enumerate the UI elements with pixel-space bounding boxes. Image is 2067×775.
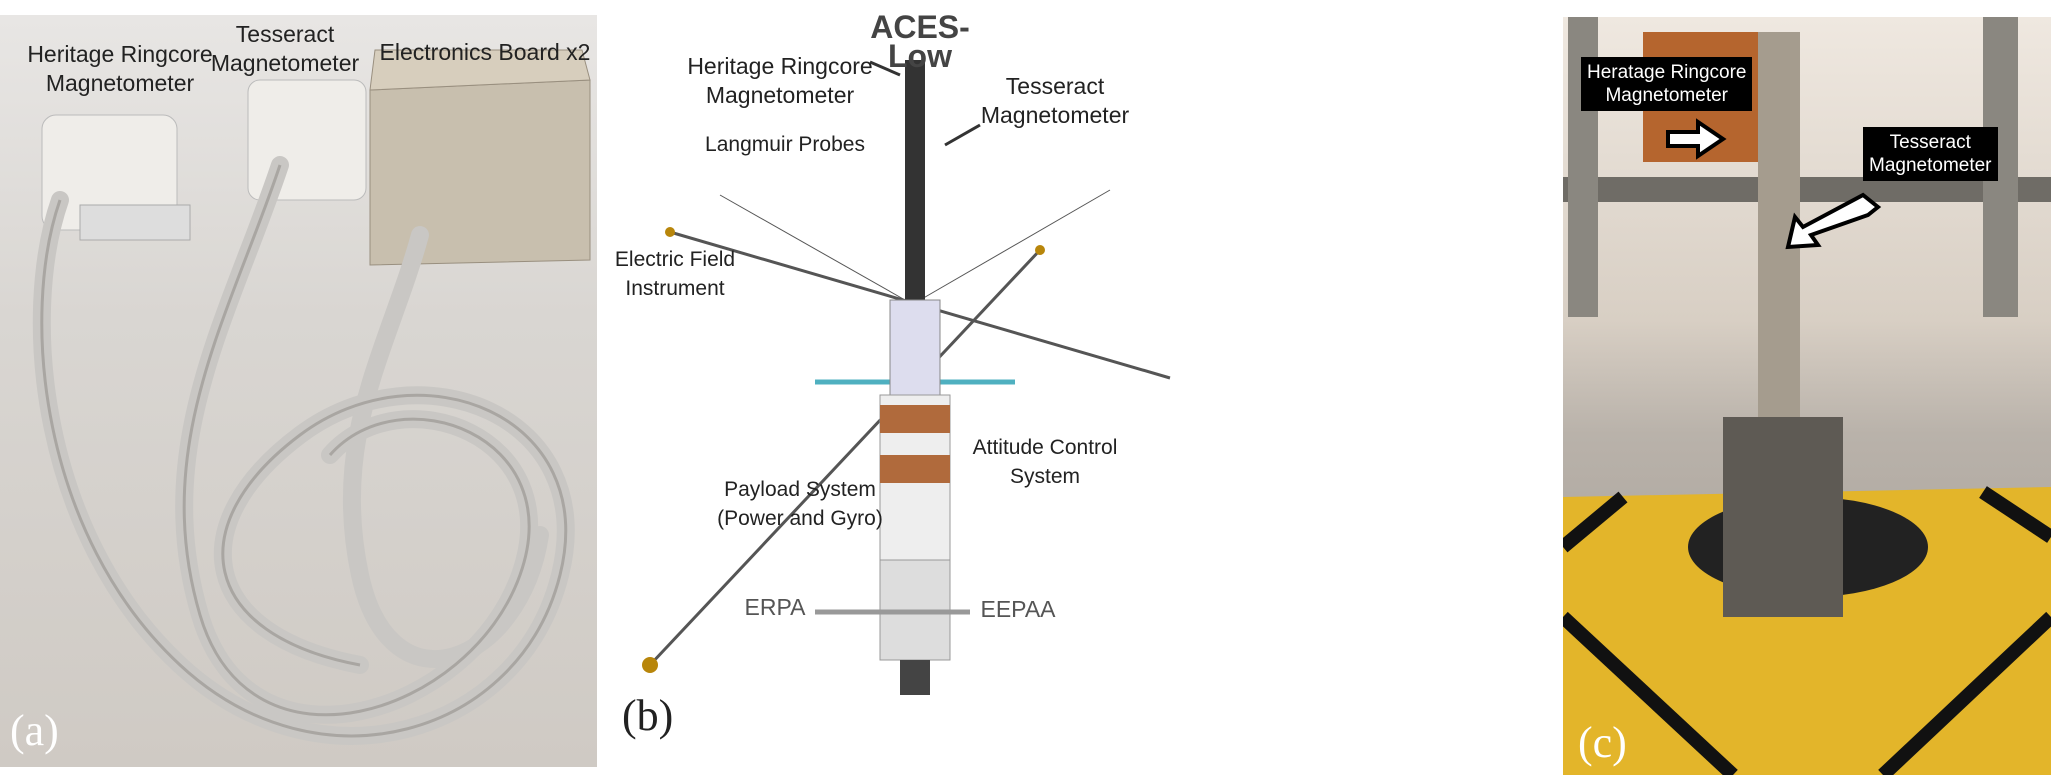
heritage-label-line1: Heritage Ringcore — [27, 41, 213, 67]
heritage-label-line2: Magnetometer — [45, 70, 195, 96]
payload-label-line1: Payload System — [724, 478, 876, 501]
heritage-label-line1: Heritage Ringcore — [687, 53, 873, 79]
langmuir-label: Langmuir Probes — [705, 133, 865, 156]
title: ACES-Low — [870, 9, 970, 74]
panel-a-illustration — [32, 49, 591, 745]
tesseract-label-line2: Magnetometer — [1869, 155, 1992, 176]
tesseract-label-line1: Tesseract — [235, 21, 335, 47]
electronics-label: Electronics Board x2 — [379, 39, 591, 65]
panel-a-tag: (a) — [10, 706, 59, 755]
heritage-label-line1: Heratage Ringcore — [1587, 62, 1747, 83]
efi-sphere — [665, 227, 675, 237]
payload-stack — [1758, 32, 1800, 452]
acs-label: Attitude Control System — [972, 436, 1118, 488]
payload-rendering — [642, 60, 1171, 695]
panel-c-tag: (c) — [1578, 718, 1627, 767]
efi-label-line1: Electric Field — [614, 248, 736, 271]
tesseract-label-line2: Magnetometer — [210, 50, 360, 76]
erpa-label: ERPA — [744, 594, 806, 620]
yellow-platform — [1563, 487, 2051, 775]
panel-b-diagram: ACES-Low Heritage Ringcore Magnetometer … — [600, 0, 1200, 775]
tesseract-label-line1: Tesseract — [1005, 73, 1105, 99]
efi-label-line2: Instrument — [625, 277, 725, 300]
tesseract-label-line1: Tesseract — [1889, 132, 1971, 153]
electronics-board — [369, 79, 591, 266]
panel-b-tag: (b) — [622, 691, 674, 740]
payload-label-line2: (Power and Gyro) — [717, 507, 883, 530]
tesseract-label-line2: Magnetometer — [980, 102, 1130, 128]
eepaa-label: EEPAA — [980, 596, 1056, 622]
heritage-label-line2: Magnetometer — [1605, 85, 1728, 106]
heritage-label-line2: Magnetometer — [705, 82, 855, 108]
panel-a-photo: Heritage Ringcore Magnetometer Tesseract… — [0, 15, 597, 767]
magnetometer-boom — [905, 60, 925, 305]
panel-c-photo: Heratage Ringcore Magnetometer Tesseract… — [1563, 17, 2051, 775]
